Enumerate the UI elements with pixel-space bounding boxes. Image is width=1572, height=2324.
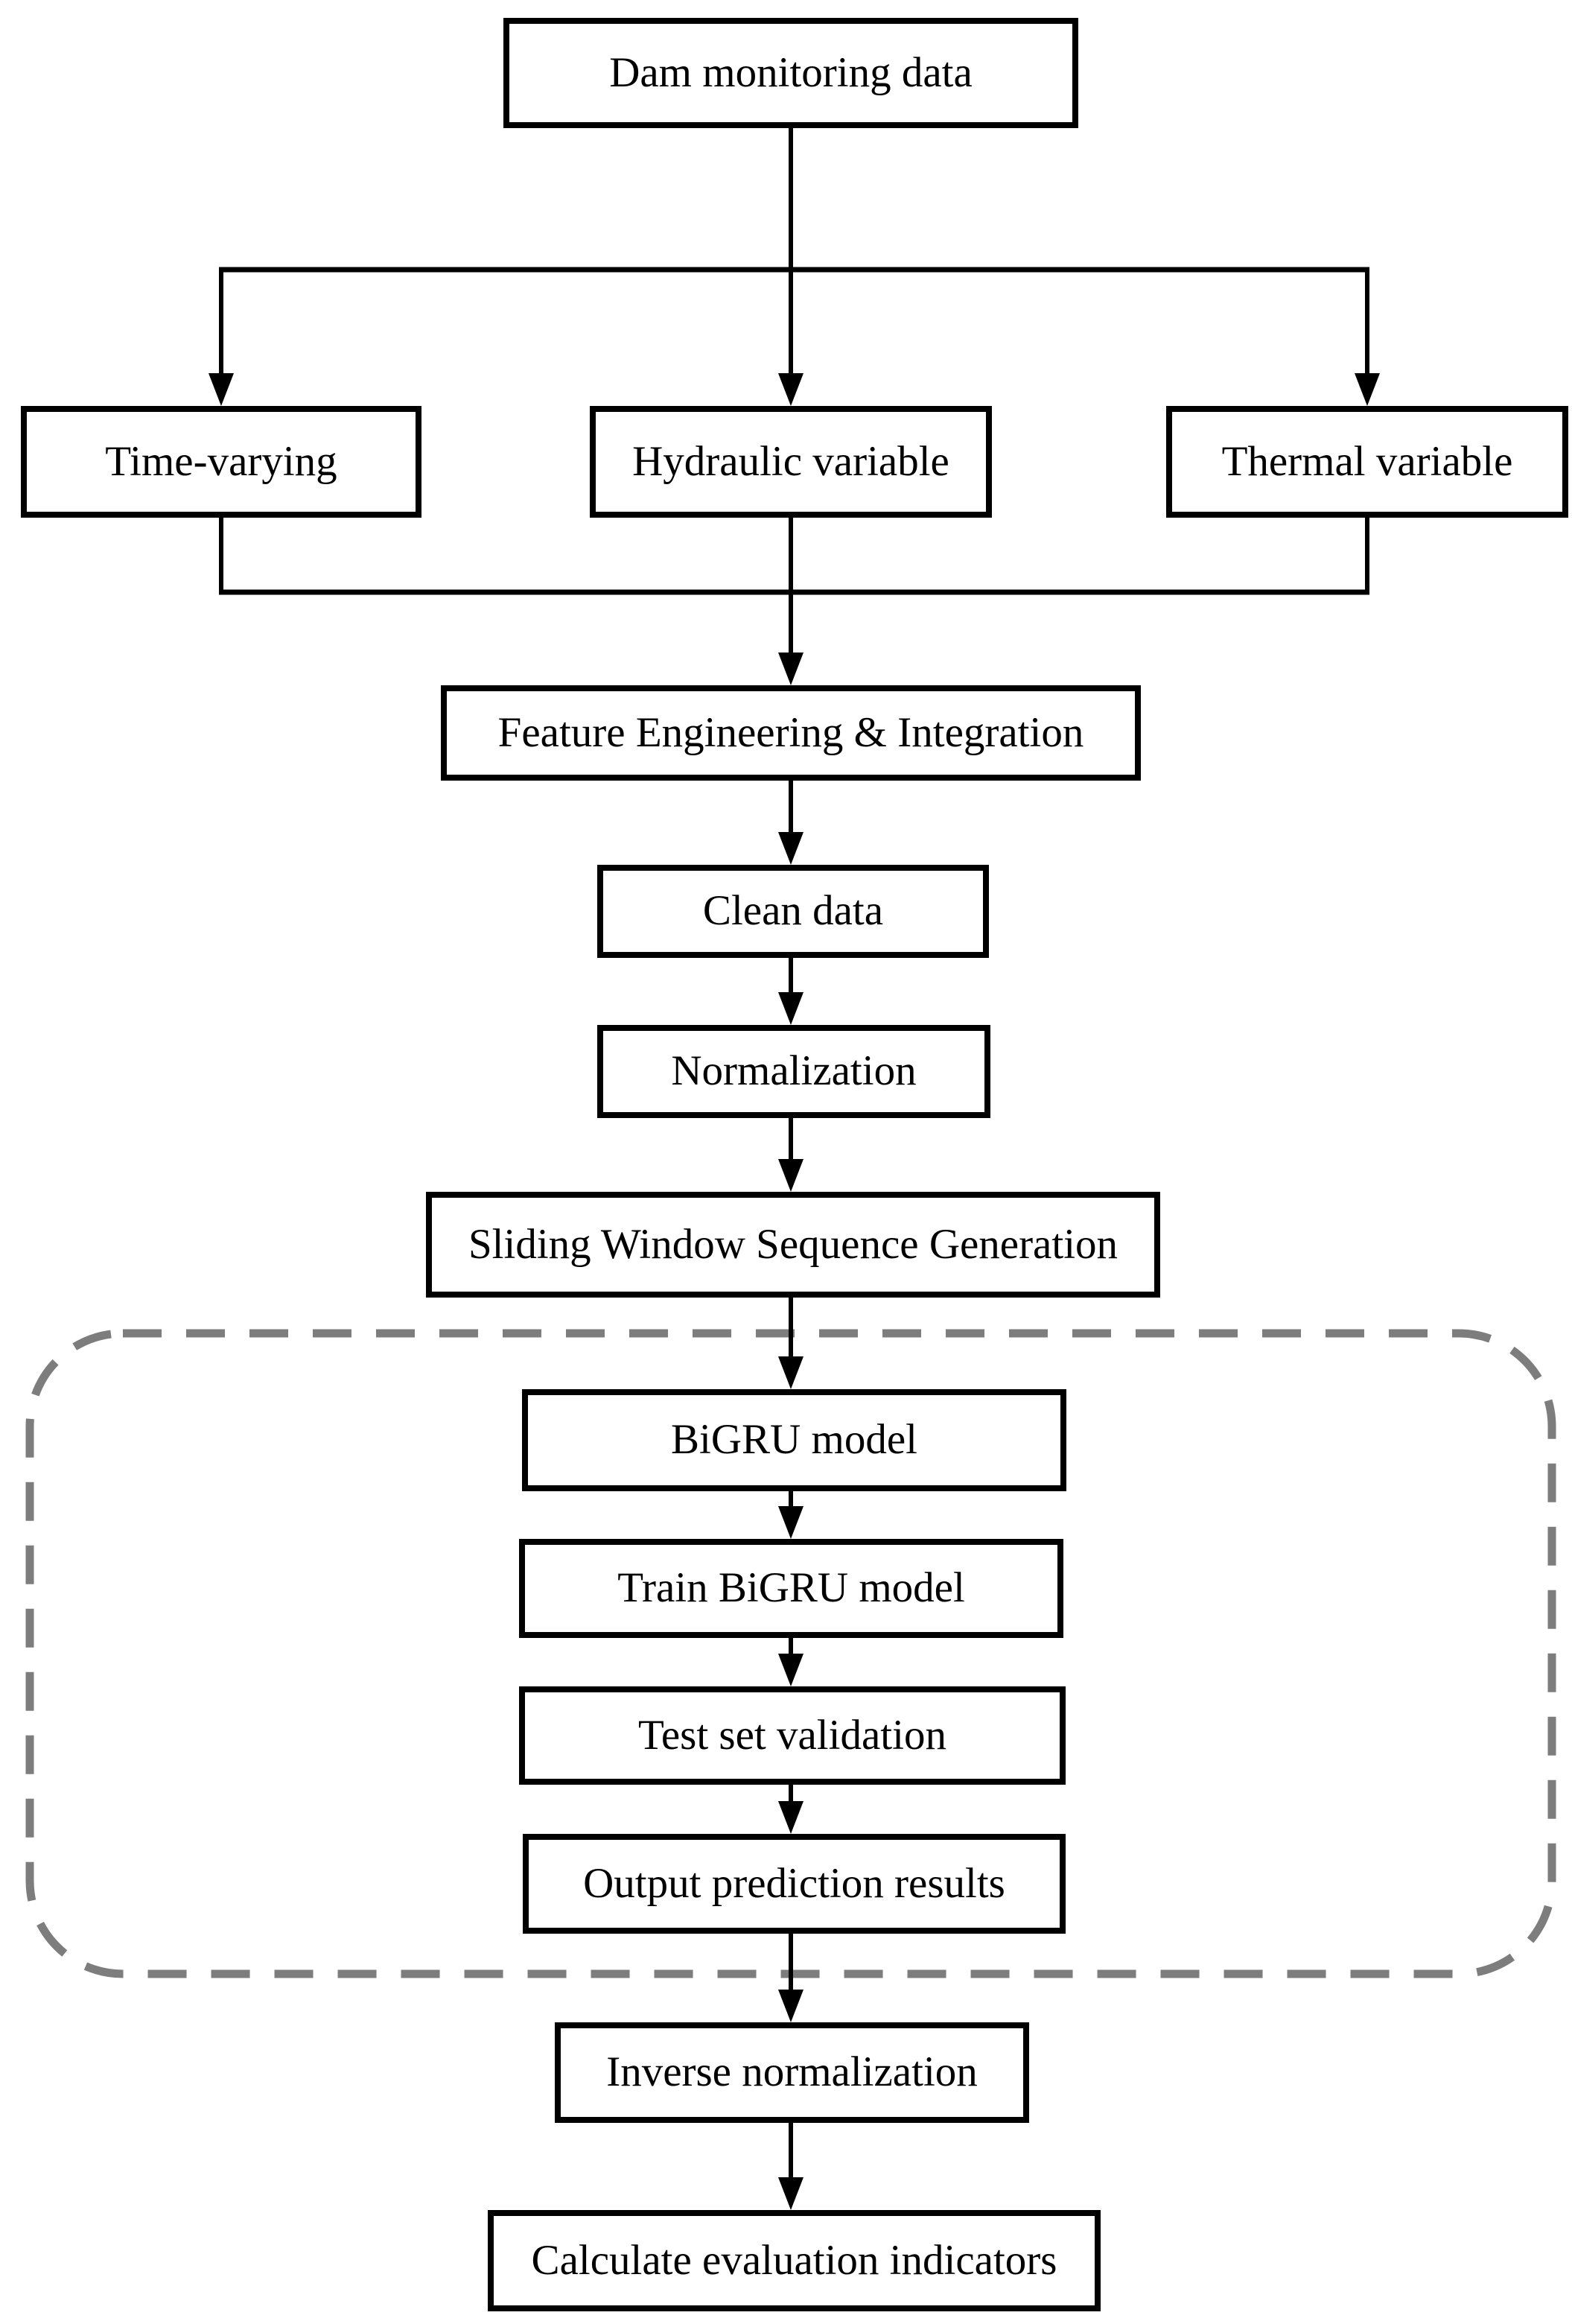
arrowhead-hydraulic <box>778 373 803 406</box>
node-feature-engineering-integration-label: Feature Engineering & Integration <box>497 708 1084 756</box>
node-time-varying-label: Time-varying <box>105 437 337 485</box>
node-output-prediction-results: Output prediction results <box>523 1834 1066 1934</box>
node-thermal-variable: Thermal variable <box>1166 406 1568 518</box>
arrowhead-inverse-normalization <box>778 1990 803 2022</box>
arrowhead-output-results <box>778 1801 803 1834</box>
node-test-set-validation: Test set validation <box>519 1686 1066 1785</box>
arrowhead-bigru-model <box>778 1356 803 1389</box>
arrowhead-calculate-indicators <box>778 2177 803 2210</box>
arrowhead-train-bigru <box>778 1506 803 1539</box>
node-thermal-variable-label: Thermal variable <box>1221 437 1513 485</box>
node-dam-monitoring-data-label: Dam monitoring data <box>609 48 973 96</box>
arrowhead-thermal <box>1355 373 1380 406</box>
node-train-bigru-model: Train BiGRU model <box>519 1539 1063 1638</box>
arrowhead-clean-data <box>778 832 803 865</box>
node-calculate-evaluation-indicators-label: Calculate evaluation indicators <box>531 2236 1057 2284</box>
node-train-bigru-model-label: Train BiGRU model <box>617 1564 965 1612</box>
node-bigru-model-label: BiGRU model <box>671 1416 917 1464</box>
node-clean-data: Clean data <box>597 865 989 958</box>
node-inverse-normalization: Inverse normalization <box>555 2022 1029 2123</box>
arrowhead-time-varying <box>209 373 234 406</box>
arrowhead-test-set <box>778 1654 803 1686</box>
node-test-set-validation-label: Test set validation <box>638 1711 946 1759</box>
arrowhead-feature-engineering <box>778 653 803 685</box>
node-time-varying: Time-varying <box>21 406 421 518</box>
node-calculate-evaluation-indicators: Calculate evaluation indicators <box>488 2210 1101 2311</box>
node-normalization: Normalization <box>597 1025 990 1118</box>
node-clean-data-label: Clean data <box>702 887 884 935</box>
node-bigru-model: BiGRU model <box>522 1389 1066 1491</box>
node-hydraulic-variable-label: Hydraulic variable <box>632 437 949 485</box>
node-normalization-label: Normalization <box>671 1047 917 1095</box>
node-output-prediction-results-label: Output prediction results <box>583 1859 1005 1907</box>
node-hydraulic-variable: Hydraulic variable <box>590 406 992 518</box>
arrowhead-sliding-window <box>778 1159 803 1192</box>
node-dam-monitoring-data: Dam monitoring data <box>503 18 1078 128</box>
node-sliding-window-sequence-generation-label: Sliding Window Sequence Generation <box>468 1220 1118 1268</box>
node-feature-engineering-integration: Feature Engineering & Integration <box>441 685 1141 781</box>
node-sliding-window-sequence-generation: Sliding Window Sequence Generation <box>426 1192 1160 1298</box>
arrowhead-normalization <box>778 992 803 1025</box>
node-inverse-normalization-label: Inverse normalization <box>606 2048 978 2096</box>
